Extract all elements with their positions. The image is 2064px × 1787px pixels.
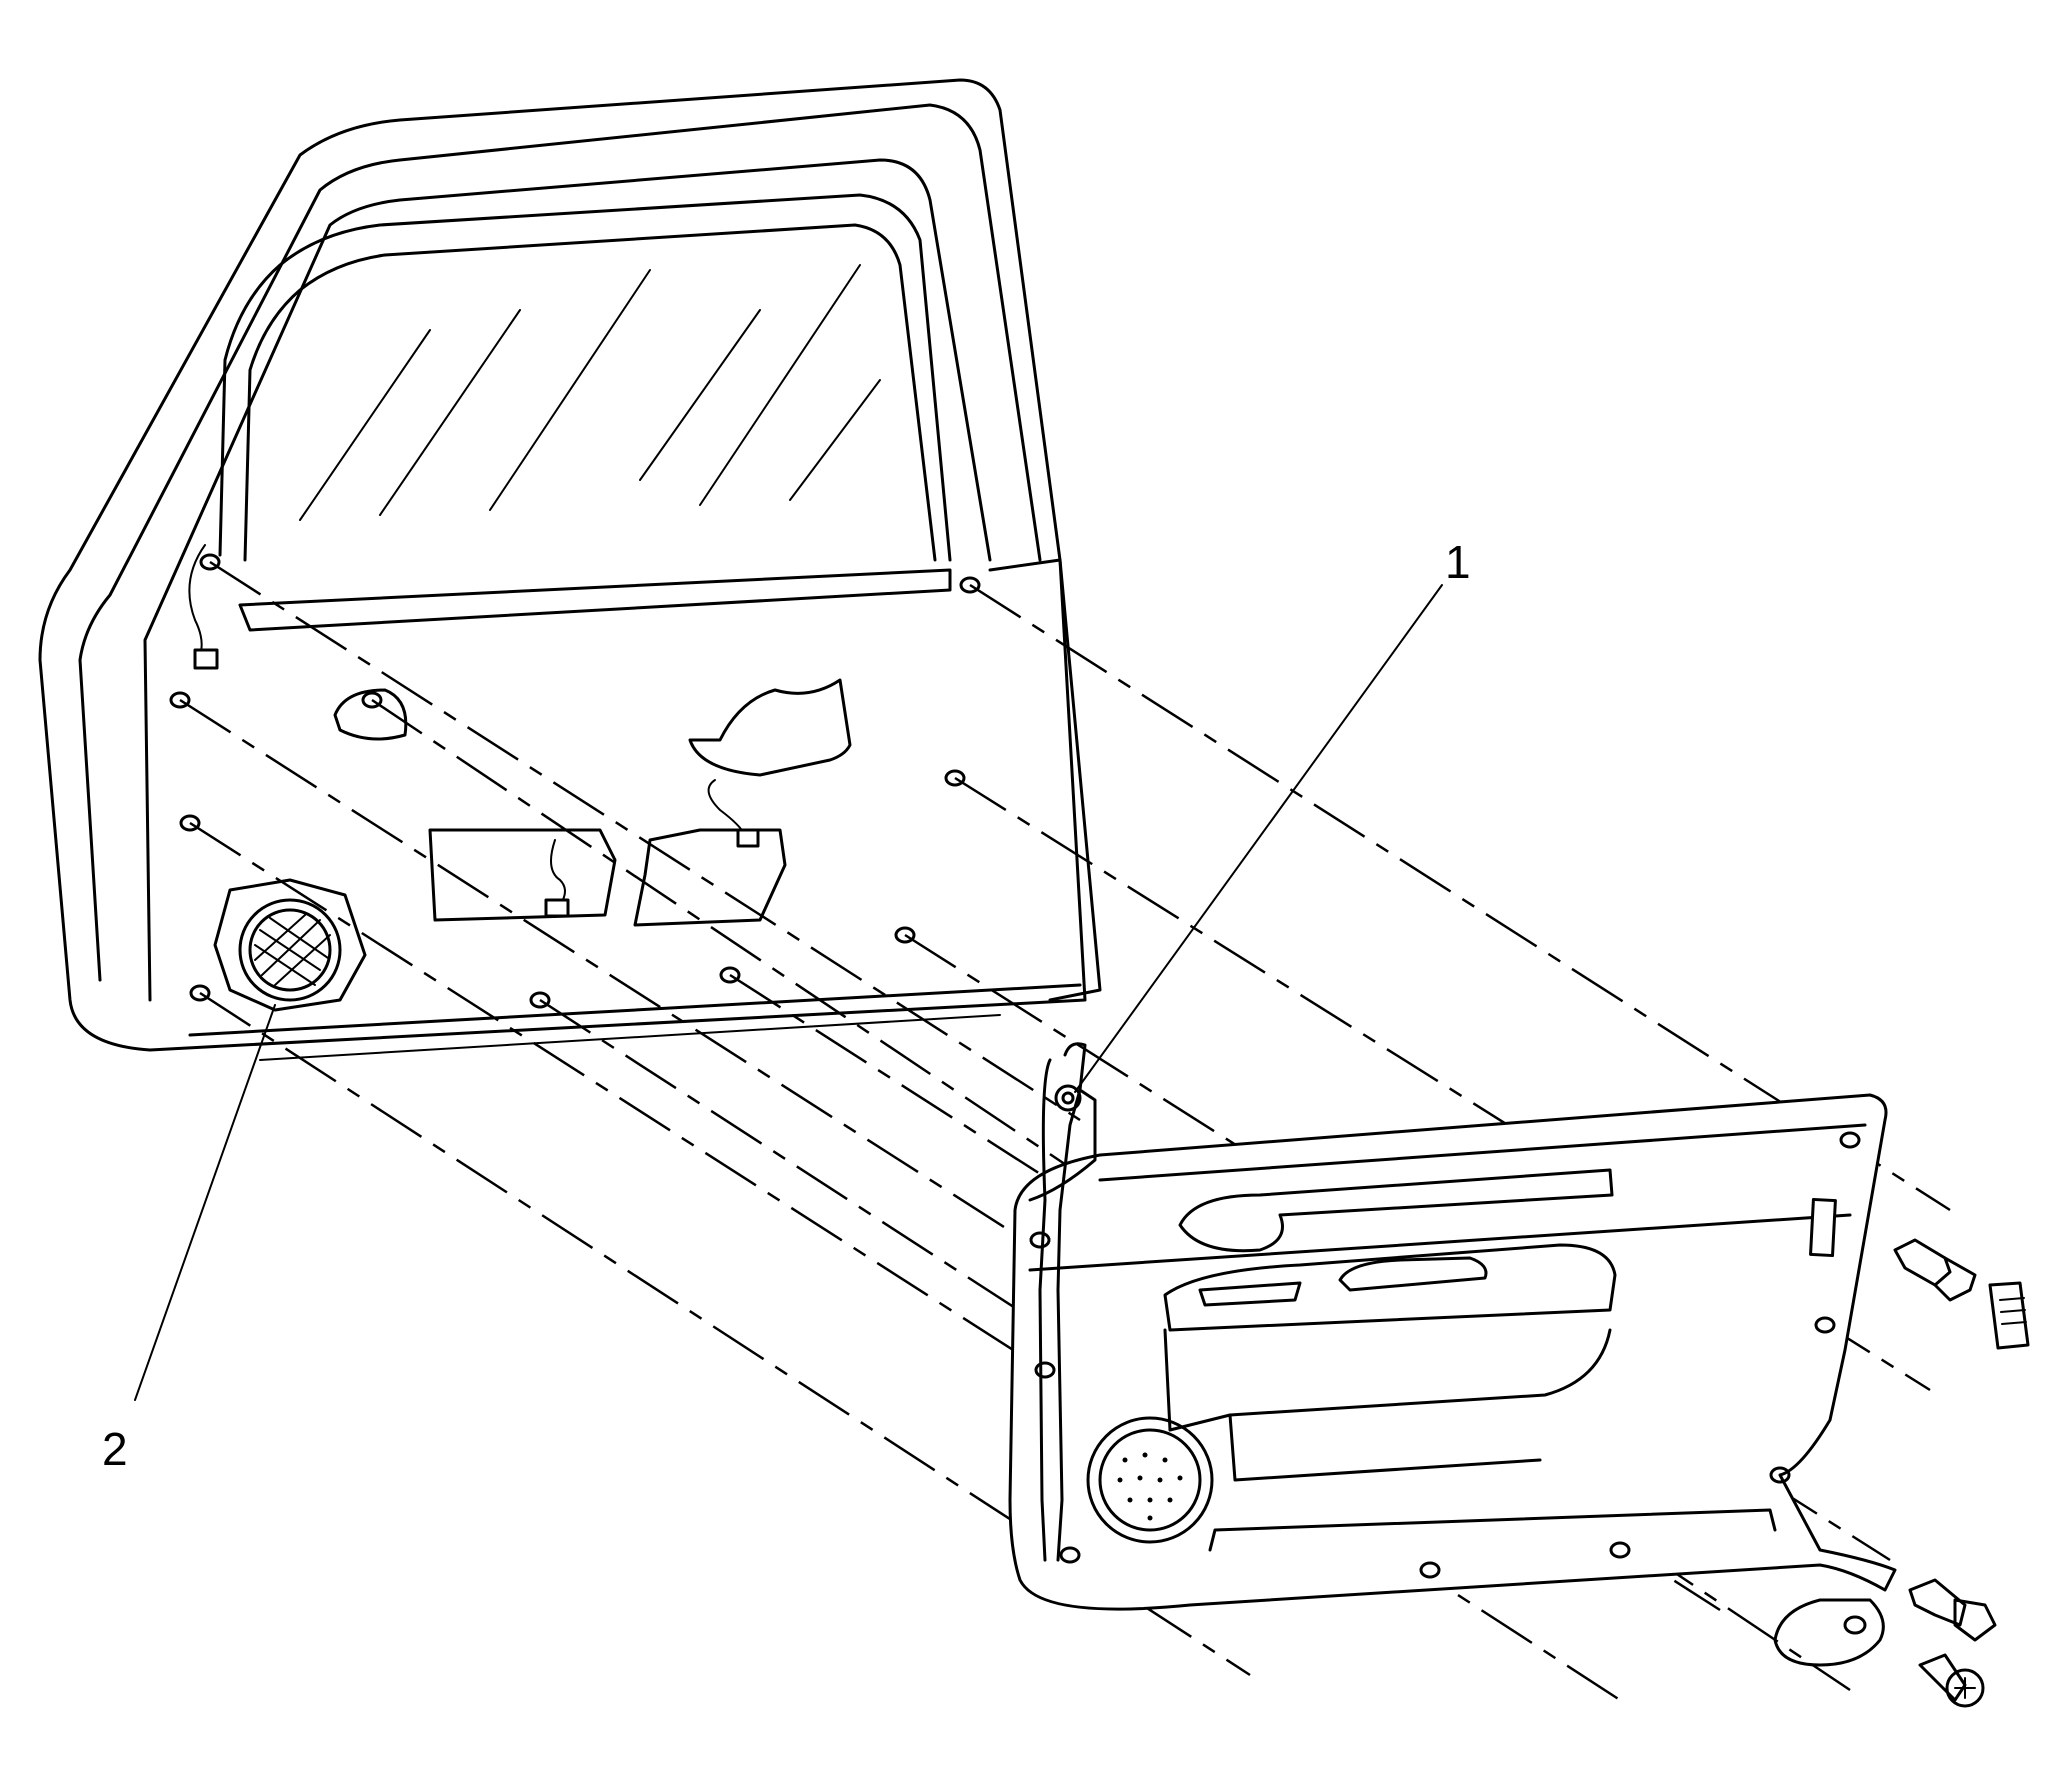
trim-panel-outline [1008, 1093, 1897, 1611]
access-hole-center [633, 828, 787, 927]
map-pocket [1163, 1328, 1612, 1432]
door-handle-bezel [1178, 1168, 1614, 1253]
door-inner-edge-1 [78, 103, 1042, 982]
wire-harness-mid [707, 779, 746, 836]
window-frame-inner [243, 223, 937, 562]
door-lower-sill [259, 1014, 1001, 1061]
wire-harness-low [550, 839, 566, 906]
wire-harness-upper [188, 544, 206, 656]
trim-panel-upper-ridge [1098, 1123, 1867, 1182]
access-hole-left [428, 828, 617, 922]
door-shell [38, 78, 1102, 1061]
door-inner-edge-2 [143, 158, 992, 1002]
screw-cap-plug [1988, 1281, 2030, 1350]
door-trim-panel-fastener [1028, 1042, 1097, 1562]
connector-mid [736, 828, 760, 848]
armrest-pull-cup [1338, 1256, 1488, 1292]
connector-low [544, 898, 570, 918]
screw-upper [1893, 1238, 2030, 1350]
door-mounting-holes [169, 553, 981, 1009]
rear-pillar-trim [988, 558, 1102, 1002]
callout-2: 2 [102, 1004, 276, 1475]
window-switch-bezel [1198, 1281, 1302, 1307]
connector-upper [193, 648, 219, 670]
door-trim-panel [1008, 1093, 1897, 1611]
trim-panel-speaker-grille [1086, 1416, 1214, 1544]
panel-lower-trim [1208, 1508, 1777, 1552]
upper-handle-recess [333, 688, 408, 741]
window-frame [218, 193, 952, 562]
screw-lower-hex [1908, 1578, 1997, 1642]
armrest [1163, 1243, 1617, 1332]
callout-label-1: 1 [1445, 536, 1471, 588]
access-hole-upper [688, 678, 852, 777]
trim-panel-screws [1773, 1238, 2030, 1708]
trim-panel-mid-ridge [1028, 1213, 1852, 1272]
door-lower-edge [188, 983, 1082, 1037]
door-speaker [213, 878, 367, 1012]
screw-lower-phillips [1918, 1653, 1985, 1708]
grille-dots [1117, 1452, 1183, 1521]
trim-panel-fastener-holes [1029, 1131, 1861, 1579]
retainer-clip-ring [1054, 1084, 1082, 1112]
trim-panel-clip-slot [1809, 1197, 1837, 1258]
callout-label-2: 2 [102, 1423, 128, 1475]
speaker-grille [254, 914, 331, 986]
map-pocket-lower [1228, 1413, 1542, 1482]
window-glass [299, 264, 881, 521]
door-outer-edge [38, 78, 1087, 1052]
leader-line-2 [134, 1004, 276, 1401]
leader-line-1 [1074, 584, 1443, 1093]
callout-1: 1 [1074, 536, 1471, 1093]
belt-line-strip [238, 568, 952, 632]
pull-handle-bracket [1773, 1598, 1885, 1667]
